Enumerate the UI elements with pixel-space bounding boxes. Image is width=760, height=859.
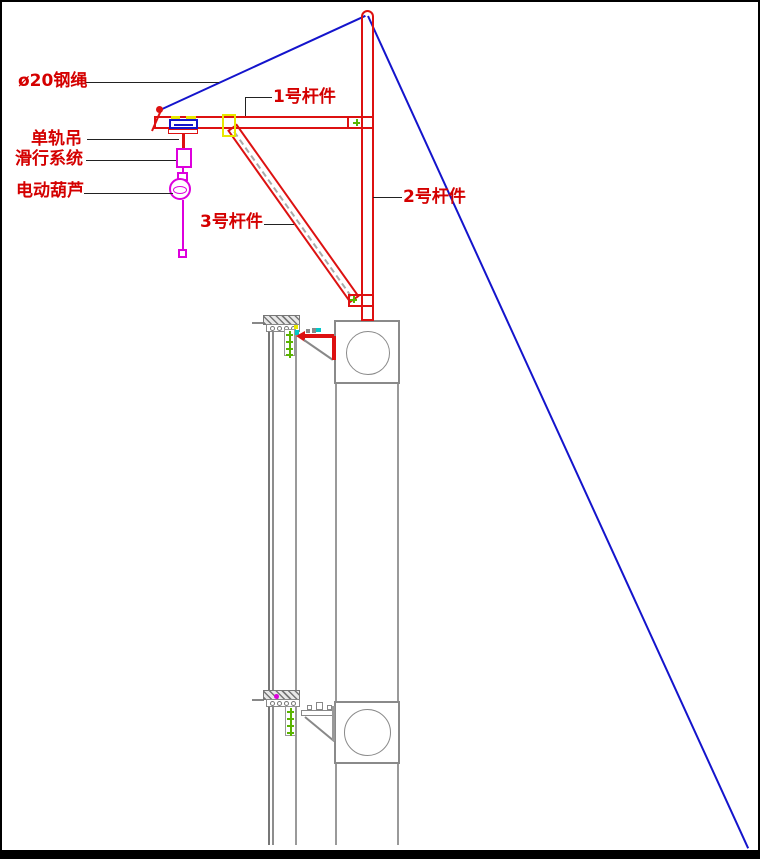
- bolt-hole: [284, 701, 289, 706]
- label-member-2: 2号杆件: [403, 187, 466, 207]
- leader-monorail: [87, 139, 179, 140]
- slider-box: [176, 148, 192, 168]
- lower-magenta-marker: [274, 694, 279, 699]
- column-shaft-left-line: [335, 382, 337, 704]
- drawing-bottom-border: [2, 850, 758, 859]
- bolt-hole: [291, 701, 296, 706]
- leader-member3: [264, 224, 294, 225]
- lower-edge-bar: [332, 706, 335, 741]
- upper-bolt-strip: [266, 324, 300, 332]
- trolley-highlight-dash: [171, 116, 180, 120]
- leader-hoist: [84, 193, 173, 194]
- lower-diagonal-strut: [304, 716, 335, 742]
- upper-diagonal-strut: [303, 339, 334, 361]
- green-cross-marker: [286, 345, 293, 352]
- green-cross-marker: [287, 729, 294, 736]
- trolley-hanger-rod: [182, 133, 185, 153]
- label-steel-rope: ø20钢绳: [18, 71, 88, 91]
- leader-slider: [86, 160, 176, 161]
- upper-bolt-block: [306, 329, 310, 333]
- label-electric-hoist: 电动葫芦: [16, 181, 84, 201]
- hook-block: [178, 249, 187, 258]
- green-cross-marker: [286, 338, 293, 345]
- bolt-hole: [277, 701, 282, 706]
- hoist-drum-ellipse: [173, 186, 187, 194]
- label-monorail-line2: 滑行系统: [15, 149, 83, 169]
- label-member-1: 1号杆件: [273, 87, 336, 107]
- beam-end-divider: [347, 117, 349, 128]
- upper-red-arrow: [296, 331, 305, 342]
- hook-cable: [182, 200, 184, 250]
- green-cross-marker: [287, 715, 294, 722]
- leader-member2: [373, 197, 402, 198]
- lower-anchor-tick: [252, 699, 264, 701]
- trolley-highlight-dash: [186, 116, 196, 120]
- upper-red-rail-bar: [304, 334, 334, 338]
- green-cross-marker: [287, 708, 294, 715]
- label-member-3: 3号杆件: [200, 212, 263, 232]
- column-shaft-right-line-bottom: [397, 762, 399, 845]
- lower-clamp-lug: [327, 705, 332, 710]
- curtain-wall-mullion-inner: [272, 315, 274, 845]
- bolt-hole: [270, 701, 275, 706]
- green-cross-marker: [287, 722, 294, 729]
- leader-member1-v: [245, 97, 246, 116]
- bolt-hole: [277, 326, 282, 331]
- lower-bolt-strip: [266, 699, 300, 707]
- column-circle-bottom: [344, 709, 391, 756]
- rope-anchor-pin: [156, 106, 163, 113]
- bolt-hole: [270, 326, 275, 331]
- monorail-trolley: [169, 119, 198, 129]
- label-monorail-line1: 单轨吊: [31, 129, 82, 149]
- beam-member-1: [154, 116, 374, 129]
- column-shaft-left-line-bottom: [335, 762, 337, 845]
- column-shaft-right-line: [397, 382, 399, 704]
- green-cross-marker: [350, 296, 357, 303]
- curtain-wall-glass-line: [295, 331, 297, 845]
- leader-rope: [86, 82, 219, 83]
- joint-highlight-box: [222, 114, 236, 137]
- steel-rope-main: [367, 15, 750, 849]
- upper-yellow-marker: [294, 325, 298, 329]
- upper-bolt-block: [312, 328, 316, 333]
- leader-member1-h: [245, 97, 272, 98]
- green-cross-marker: [353, 119, 360, 126]
- green-cross-marker: [286, 351, 293, 358]
- lower-clamp-lug: [307, 705, 312, 710]
- lower-clamp-lug: [316, 702, 323, 710]
- lower-clamp-bar: [301, 710, 335, 716]
- green-cross-marker: [286, 331, 293, 338]
- post-member-2: [361, 10, 374, 321]
- upper-cyan-marker-2: [316, 328, 321, 332]
- upper-anchor-tick: [252, 322, 264, 324]
- column-circle-top: [346, 331, 390, 375]
- trolley-axle-line: [174, 123, 193, 126]
- upper-red-edge-bar: [332, 336, 336, 360]
- curtain-wall-mullion-outer: [268, 315, 270, 845]
